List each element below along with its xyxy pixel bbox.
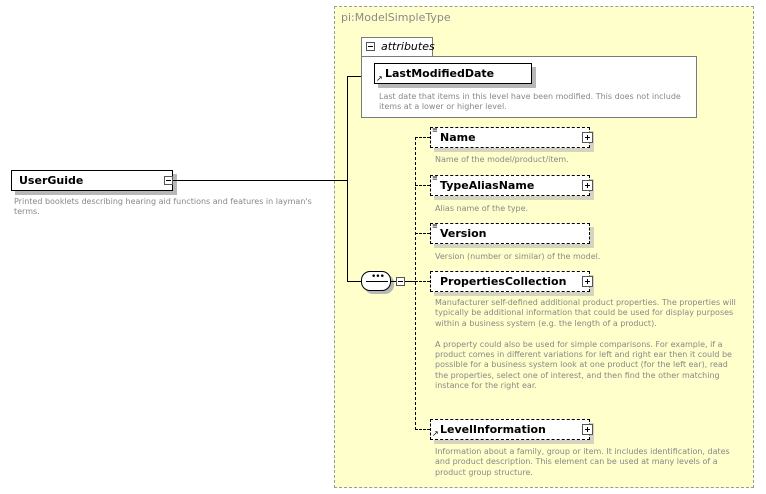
element-doc-line: product comes in different variations fo… (435, 350, 732, 360)
element-doc-line: Alias name of the type. (435, 204, 529, 213)
typealiasname-expand-icon[interactable] (582, 180, 593, 191)
root-doc: Printed booklets describing hearing aid … (14, 197, 312, 218)
root-doc-line: Printed booklets describing hearing aid … (14, 197, 312, 206)
attributes-tab (361, 37, 433, 57)
element-doc-line: instance for the right ear. (435, 381, 537, 391)
root-doc-line: terms. (14, 207, 40, 217)
connector-line (347, 76, 361, 77)
branch-line (415, 233, 430, 234)
sequence-dots-icon: ••• (371, 272, 385, 282)
attributes-label: attributes (381, 40, 435, 53)
element-doc-line: Manufacturer self-defined additional pro… (435, 298, 736, 307)
element-doc: Information about a family, group or ite… (435, 447, 730, 478)
type-title: pi:ModelSimpleType (341, 11, 451, 24)
reference-arrow-icon: ↗ (432, 429, 439, 438)
connector-line (391, 281, 396, 282)
element-label: PropertiesCollection (440, 275, 567, 288)
element-doc-line: and product description. This element ca… (435, 457, 718, 467)
root-label: UserGuide (19, 174, 84, 187)
levelinformation-expand-icon[interactable] (582, 424, 593, 435)
element-doc-line: Version (number or similar) of the model… (435, 252, 601, 261)
element-doc: Version (number or similar) of the model… (435, 252, 600, 262)
element-doc-line: the properties, select one of interest, … (435, 370, 720, 380)
attribute-doc: Last date that items in this level have … (379, 92, 681, 113)
simple-content-icon: ≡ (432, 174, 438, 182)
element-label: Name (440, 131, 476, 144)
element-doc-line: typically be additional information that… (435, 308, 734, 318)
branch-line (415, 185, 430, 186)
userguide-collapse-icon[interactable] (164, 176, 173, 185)
simple-content-icon: ≡ (432, 222, 438, 230)
attributes-collapse-icon[interactable] (366, 42, 375, 51)
reference-arrow-icon: ↗ (376, 74, 383, 83)
branch-line (415, 137, 416, 430)
element-doc-line: A property could also be used for simple… (435, 339, 723, 349)
element-doc-line (435, 329, 736, 339)
sequence-collapse-icon[interactable] (396, 277, 405, 286)
branch-line (415, 281, 430, 282)
attribute-lastmodifieddate[interactable] (374, 63, 532, 84)
element-doc-line: within a business system (e.g. the lengt… (435, 318, 657, 328)
element-doc: Name of the model/product/item. (435, 155, 569, 165)
attribute-doc-line: items at a lower or higher level. (379, 102, 507, 112)
element-doc-line: Name of the model/product/item. (435, 155, 569, 164)
element-doc: Alias name of the type. (435, 204, 528, 214)
connector-line (347, 281, 361, 282)
sequence-line (366, 281, 388, 282)
connector-line (173, 180, 347, 181)
branch-line (415, 137, 430, 138)
branch-line (415, 429, 430, 430)
attribute-label: LastModifiedDate (385, 67, 495, 80)
element-doc-line: possible for a business system look at o… (435, 360, 728, 370)
element-label: TypeAliasName (440, 179, 535, 192)
element-label: LevelInformation (440, 423, 546, 436)
element-doc-line: product group structure. (435, 467, 533, 477)
attribute-doc-line: Last date that items in this level have … (379, 92, 681, 101)
simple-content-icon: ≡ (432, 126, 438, 134)
element-doc-line: Information about a family, group or ite… (435, 447, 730, 456)
connector-line (405, 281, 415, 282)
element-label: Version (440, 227, 487, 240)
propertiescollection-expand-icon[interactable] (582, 276, 593, 287)
name-expand-icon[interactable] (582, 132, 593, 143)
connector-line (347, 76, 348, 282)
element-doc: Manufacturer self-defined additional pro… (435, 298, 736, 392)
element-version[interactable] (430, 223, 590, 244)
